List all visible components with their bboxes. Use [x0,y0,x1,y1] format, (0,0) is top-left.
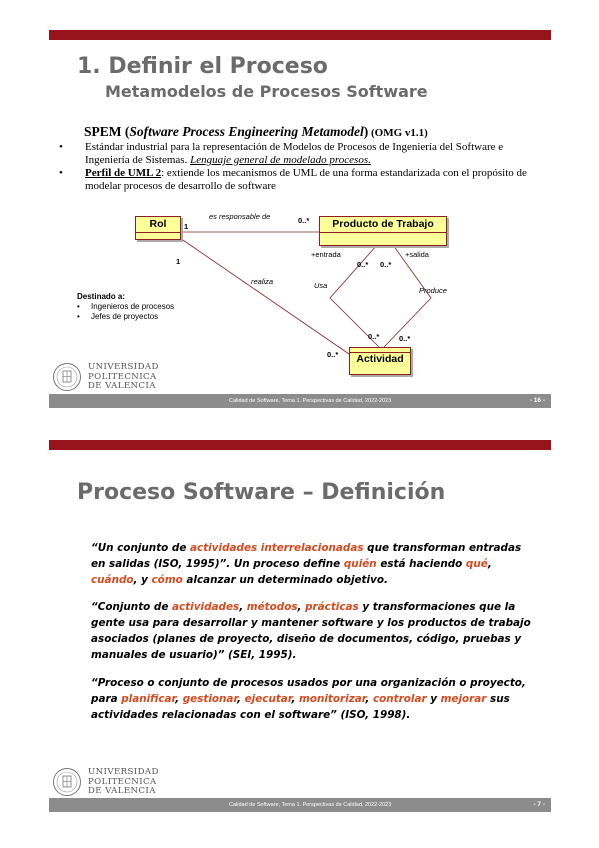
slide-footer: Calidad de Software, Tema 1. Perspectiva… [49,394,551,408]
mult-produce-actividad: 0..* [399,334,411,343]
highlight-term: ejecutar [244,693,292,705]
bullet-list: • Estándar industrial para la representa… [55,141,543,193]
slide-definicion: Proceso Software – Definición “Un conjun… [49,440,551,812]
quote-text: que transforman entradas en salidas (ISO… [91,542,522,570]
highlight-term: cómo [151,574,183,586]
quote-text: , [175,693,183,705]
highlight-term: prácticas [305,601,359,613]
page-number: - 7 - [533,801,545,808]
mult-rol-actividad-rol: 1 [176,257,181,266]
mult-rol-producto-prod: 0..* [298,216,310,225]
bullet-item: • Estándar industrial para la representa… [59,141,504,166]
uml-class-actividad: Actividad [349,347,411,375]
mult-rol-producto-rol: 1 [184,222,189,231]
mult-realiza-actividad: 0..* [327,350,339,359]
assoc-produce [383,244,432,348]
highlight-term: qué [465,558,488,570]
highlight-term: cuándo [91,574,134,586]
quote-text: está haciendo [376,558,466,570]
destinado-block: Destinado a: •Ingenieros de procesos •Je… [77,292,174,322]
destinado-item: •Jefes de proyectos [77,312,159,321]
upv-seal-icon [53,363,81,391]
highlight-term: actividades interrelacionadas [190,542,364,554]
destinado-item: •Ingenieros de procesos [77,302,175,311]
highlight-term: quién [343,558,377,570]
upv-logo-text: UNIVERSIDAD POLITECNICA DE VALENCIA [88,362,159,392]
slide-title: Proceso Software – Definición [77,480,446,505]
quote-text: y transformaciones que la gente usa para… [91,601,531,661]
uml-class-producto: Producto de Trabajo [319,216,447,246]
footer-text: Calidad de Software, Tema 1. Perspectiva… [229,802,392,808]
destinado-title: Destinado a: [77,292,126,301]
bullet-item: • Perfil de UML 2: extiende los mecanism… [59,167,527,192]
assoc-rol-actividad [179,237,350,355]
upv-logo: UNIVERSIDAD POLITECNICA DE VALENCIA [52,362,162,392]
upv-seal-icon [53,768,81,796]
spem-heading: SPEM (Software Process Engineering Metam… [84,124,428,139]
quote-iso-1998: “Proceso o conjunto de procesos usados p… [91,675,531,723]
label-entrada: +entrada [311,250,341,259]
quote-text: , [365,693,373,705]
highlight-term: mejorar [440,693,487,705]
label-produce: Produce [419,286,447,295]
slide-footer: Calidad de Software, Tema 1. Perspectiva… [49,798,551,812]
quote-text: y [426,693,441,705]
upv-logo-text: UNIVERSIDAD POLITECNICA DE VALENCIA [88,767,159,797]
assoc-usa [329,244,380,348]
slide-subtitle: Metamodelos de Procesos Software [105,82,428,101]
highlight-term: gestionar [182,693,238,705]
slide-metamodelos: 1. Definir el Proceso Metamodelos de Pro… [49,30,551,408]
quote-text: , [297,601,306,613]
slide-top-bar [49,30,551,40]
label-realiza: realiza [251,277,274,286]
quote-sei-1995: “Conjunto de actividades, métodos, práct… [91,599,531,663]
highlight-term: controlar [372,693,427,705]
quote-text: , [487,558,492,570]
quote-text: , [237,693,245,705]
mult-salida: 0..* [380,260,392,269]
mult-entrada: 0..* [357,260,369,269]
uml-class-rol: Rol [135,216,181,240]
quote-iso-1995: “Un conjunto de actividades interrelacio… [91,540,531,588]
highlight-term: métodos [246,601,298,613]
quote-text: , y [133,574,152,586]
quote-text: “Un conjunto de [91,542,191,554]
mult-usa-actividad: 0..* [368,332,380,341]
highlight-term: monitorizar [299,693,366,705]
quote-text: “Proceso o conjunto de procesos usados p… [91,677,526,705]
quote-text: , [239,601,247,613]
label-usa: Usa [314,281,328,290]
slide-title: 1. Definir el Proceso [77,54,328,79]
quote-text: “Conjunto de [91,601,173,613]
uml-association-lines [179,231,432,355]
upv-logo: UNIVERSIDAD POLITECNICA DE VALENCIA [52,767,162,797]
footer-text: Calidad de Software, Tema 1. Perspectiva… [229,398,392,404]
label-es-responsable: es responsable de [209,212,271,221]
quote-text: alcanzar un determinado objetivo. [182,574,388,586]
page-number: - 16 - [529,397,545,404]
quote-text: , [291,693,299,705]
highlight-term: planificar [121,693,176,705]
quote-text: sus actividades relacionadas con el soft… [91,693,510,721]
highlight-term: actividades [172,601,240,613]
slide-top-bar [49,440,551,450]
label-salida: +salida [405,250,429,259]
